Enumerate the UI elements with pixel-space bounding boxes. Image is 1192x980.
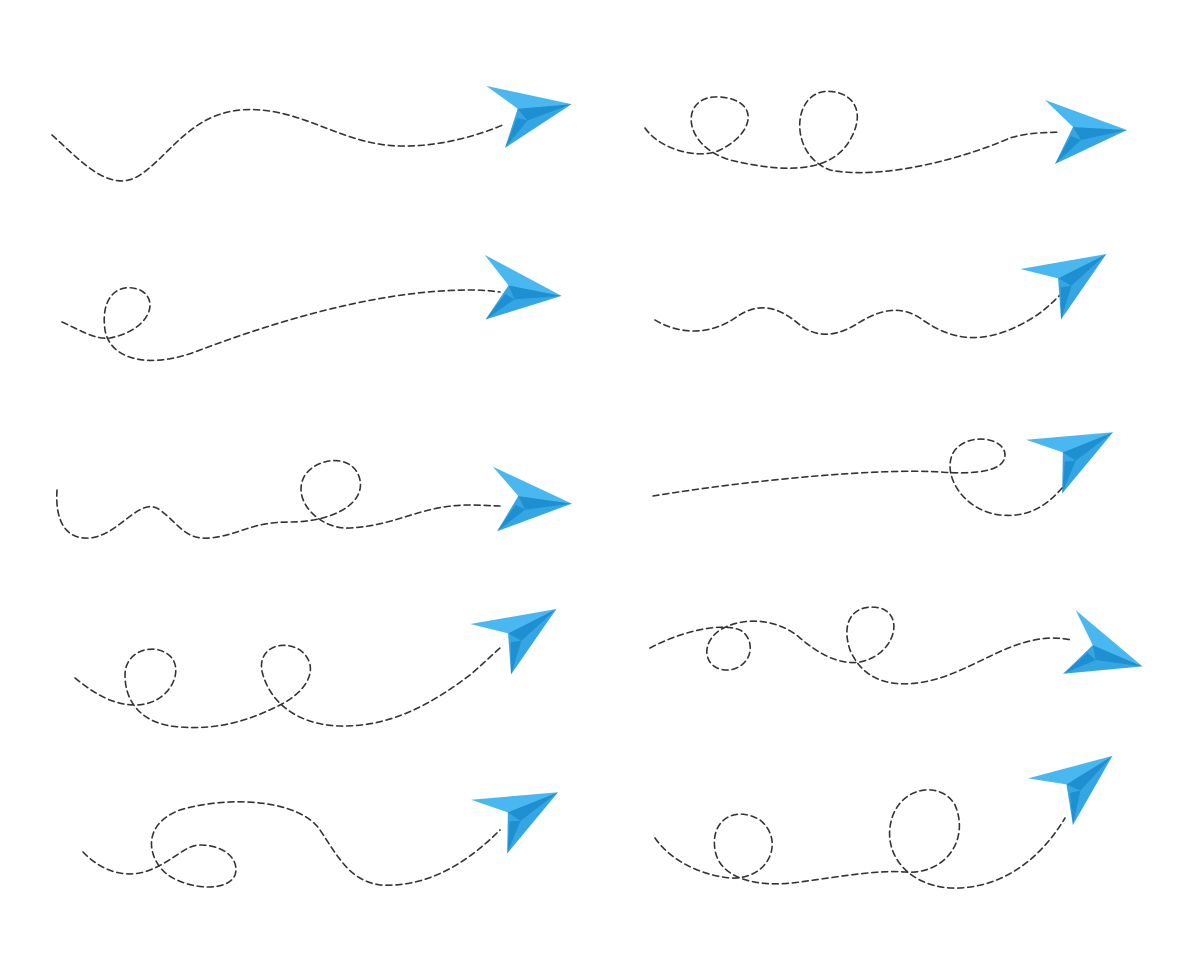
plane-upper-wing <box>1045 100 1127 130</box>
plane-upper-wing <box>486 85 572 109</box>
plane-lower-wing <box>1066 755 1113 826</box>
plane-path-7 <box>74 609 557 729</box>
paper-plane-icon <box>470 609 557 675</box>
dashed-flight-trail <box>652 438 1071 517</box>
plane-fold <box>518 495 572 510</box>
plane-fold <box>1062 432 1114 461</box>
plane-keel <box>1060 285 1072 320</box>
plane-fold <box>1058 254 1107 286</box>
paper-plane-icon <box>1045 100 1127 164</box>
plane-upper-wing <box>1028 755 1113 785</box>
plane-keel <box>510 640 522 675</box>
plane-keel <box>1055 136 1081 164</box>
plane-fold <box>517 104 572 121</box>
plane-keel <box>1069 790 1081 826</box>
dashed-flight-trail <box>51 108 506 182</box>
plane-keel <box>485 293 515 320</box>
plane-lower-wing <box>1055 127 1127 164</box>
plane-keel <box>1063 652 1096 674</box>
plane-lower-wing <box>508 609 557 675</box>
plane-fold <box>507 792 559 821</box>
dashed-flight-trail <box>82 801 501 888</box>
plane-fold <box>1066 755 1113 791</box>
dashed-flight-trail <box>649 606 1073 685</box>
dashed-flight-trail <box>55 459 501 539</box>
plane-upper-wing <box>470 609 557 634</box>
plane-fold <box>508 285 562 300</box>
paper-plane-icon <box>1028 755 1113 826</box>
plane-path-2 <box>644 90 1127 174</box>
plane-path-4 <box>654 254 1107 339</box>
dashed-flight-trail <box>644 90 1061 174</box>
plane-path-10 <box>654 755 1113 889</box>
plane-fold <box>508 609 557 641</box>
plane-fold <box>1073 127 1127 140</box>
plane-lower-wing <box>1058 254 1107 320</box>
plane-upper-wing <box>1026 432 1114 453</box>
dashed-flight-trail <box>654 789 1066 889</box>
plane-upper-wing <box>471 792 559 813</box>
dashed-flight-trail <box>654 294 1061 339</box>
plane-keel <box>505 117 528 148</box>
dashed-flight-trail <box>61 286 501 362</box>
paper-plane-icon <box>1020 254 1107 320</box>
plane-upper-wing <box>1020 254 1107 279</box>
plane-keel <box>497 504 526 532</box>
dashed-flight-trail <box>74 644 501 729</box>
